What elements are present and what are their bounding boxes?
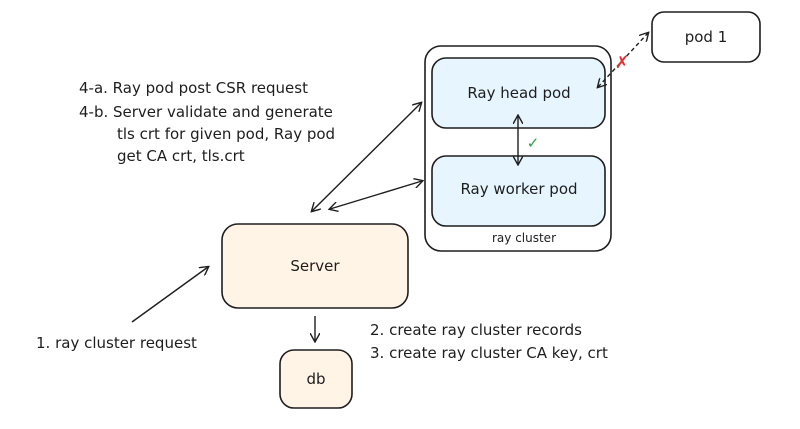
arrow-server-worker-pod bbox=[330, 181, 422, 209]
note-step-2: 2. create ray cluster records bbox=[370, 321, 582, 339]
db-label: db bbox=[306, 370, 325, 388]
pod-1-label: pod 1 bbox=[685, 28, 728, 46]
note-step-3: 3. create ray cluster CA key, crt bbox=[370, 344, 608, 362]
note-step-4b-line1: 4-b. Server validate and generate bbox=[79, 103, 333, 121]
ray-worker-pod-label: Ray worker pod bbox=[460, 180, 577, 198]
ray-cluster-label: ray cluster bbox=[492, 231, 556, 245]
arrow-head-pod1-blocked bbox=[598, 33, 648, 87]
ray-head-pod-label: Ray head pod bbox=[467, 84, 570, 102]
blocked-mark: ✗ bbox=[615, 53, 629, 73]
server-node[interactable]: Server bbox=[221, 223, 409, 309]
arrow-request-to-server bbox=[131, 267, 208, 323]
server-label: Server bbox=[290, 257, 340, 275]
ray-head-pod-node[interactable]: Ray head pod bbox=[431, 57, 606, 129]
pod-1-box[interactable] bbox=[651, 11, 761, 63]
ray-worker-pod-node[interactable]: Ray worker pod bbox=[431, 155, 606, 227]
allowed-mark: ✓ bbox=[527, 134, 540, 152]
note-step-4b-line2: tls crt for given pod, Ray pod bbox=[117, 125, 335, 143]
server-box[interactable] bbox=[221, 223, 409, 309]
note-step-1: 1. ray cluster request bbox=[36, 334, 197, 352]
pod-1-node[interactable]: pod 1 bbox=[651, 11, 761, 63]
db-node[interactable]: db bbox=[279, 349, 353, 409]
note-step-4a: 4-a. Ray pod post CSR request bbox=[79, 79, 308, 97]
note-step-4b-line3: get CA crt, tls.crt bbox=[117, 147, 245, 165]
db-box[interactable] bbox=[279, 349, 353, 409]
